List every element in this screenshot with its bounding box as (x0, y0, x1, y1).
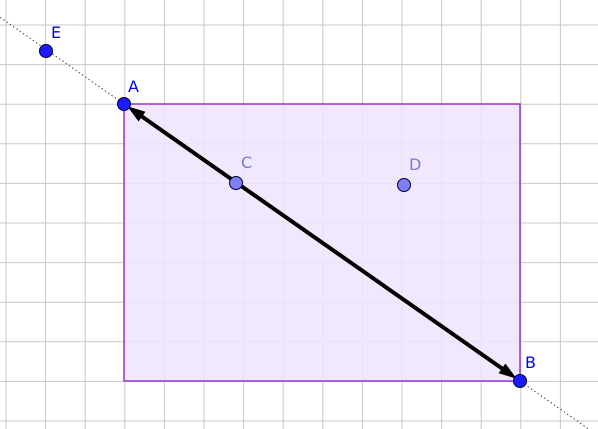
point-e[interactable] (39, 44, 53, 58)
point-a[interactable] (117, 97, 131, 111)
label-c: C (241, 153, 252, 172)
arrowhead-a-icon (127, 106, 146, 122)
point-c[interactable] (229, 176, 243, 190)
point-d[interactable] (397, 178, 411, 192)
label-e: E (51, 23, 61, 42)
label-b: B (525, 353, 536, 372)
label-a: A (128, 77, 139, 96)
label-d: D (409, 155, 421, 174)
segment-a-b-arrow[interactable] (135, 111, 509, 374)
point-b[interactable] (513, 374, 527, 388)
arrowhead-b-icon (498, 363, 517, 379)
